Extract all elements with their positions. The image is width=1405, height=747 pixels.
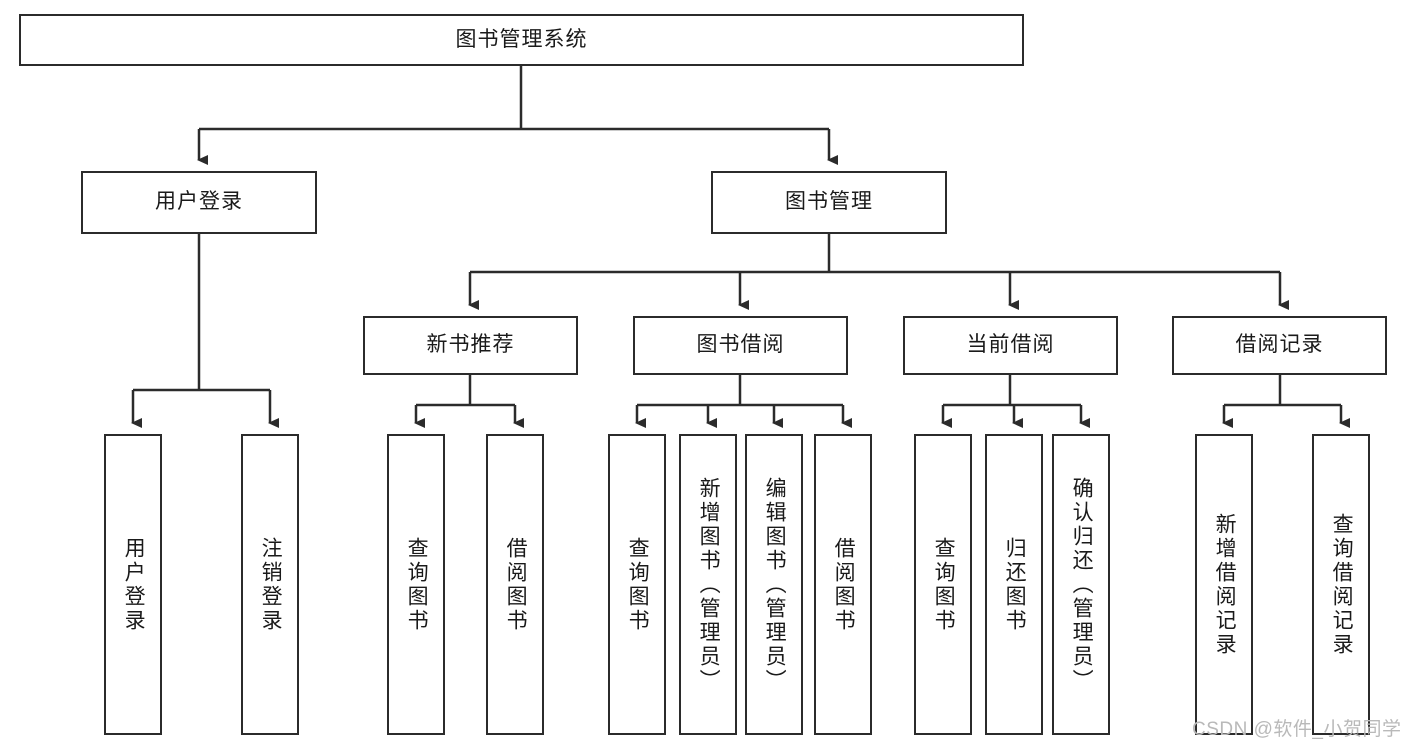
node-label: 新增图书（管理员） [697,477,721,693]
node-label: 新增借阅记录 [1213,513,1237,657]
node-label: 借阅记录 [1235,333,1324,357]
node-borrow-record[interactable]: 借阅记录 [1172,316,1387,375]
node-label: 借阅图书 [504,537,528,633]
node-leaf-logout[interactable]: 注销登录 [241,434,299,735]
node-leaf-user-login[interactable]: 用户登录 [104,434,162,735]
node-label: 用户登录 [122,537,146,633]
node-label: 注销登录 [259,537,283,633]
node-label: 查询图书 [405,537,429,633]
node-leaf-borrow-book[interactable]: 借阅图书 [814,434,872,735]
node-label: 图书管理 [785,190,873,214]
node-leaf-confirm-return-admin[interactable]: 确认归还（管理员） [1052,434,1110,735]
node-current-borrow[interactable]: 当前借阅 [903,316,1118,375]
node-label: 归还图书 [1003,537,1027,633]
node-user-login[interactable]: 用户登录 [81,171,317,234]
node-book-borrow[interactable]: 图书借阅 [633,316,848,375]
node-label: 当前借阅 [966,333,1055,357]
node-leaf-borrow-book-rec[interactable]: 借阅图书 [486,434,544,735]
node-label: 查询图书 [626,537,650,633]
csdn-watermark: CSDN @软件_小贺同学 [1192,719,1402,740]
node-label: 编辑图书（管理员） [763,477,787,693]
node-label: 查询借阅记录 [1330,513,1354,657]
node-leaf-return-book[interactable]: 归还图书 [985,434,1043,735]
node-root[interactable]: 图书管理系统 [19,14,1024,66]
node-leaf-query-borrow-record[interactable]: 查询借阅记录 [1312,434,1370,735]
node-label: 确认归还（管理员） [1070,477,1094,693]
node-new-book-rec[interactable]: 新书推荐 [363,316,578,375]
node-label: 图书借阅 [696,333,785,357]
node-label: 用户登录 [155,190,243,214]
node-book-manage[interactable]: 图书管理 [711,171,947,234]
node-label: 图书管理系统 [455,27,588,51]
node-leaf-add-borrow-record[interactable]: 新增借阅记录 [1195,434,1253,735]
node-label: 借阅图书 [832,537,856,633]
node-leaf-query-book-borrow[interactable]: 查询图书 [608,434,666,735]
node-leaf-edit-book-admin[interactable]: 编辑图书（管理员） [745,434,803,735]
node-leaf-query-book-current[interactable]: 查询图书 [914,434,972,735]
node-label: 新书推荐 [426,333,515,357]
node-leaf-add-book-admin[interactable]: 新增图书（管理员） [679,434,737,735]
node-leaf-query-book-rec[interactable]: 查询图书 [387,434,445,735]
node-label: 查询图书 [932,537,956,633]
